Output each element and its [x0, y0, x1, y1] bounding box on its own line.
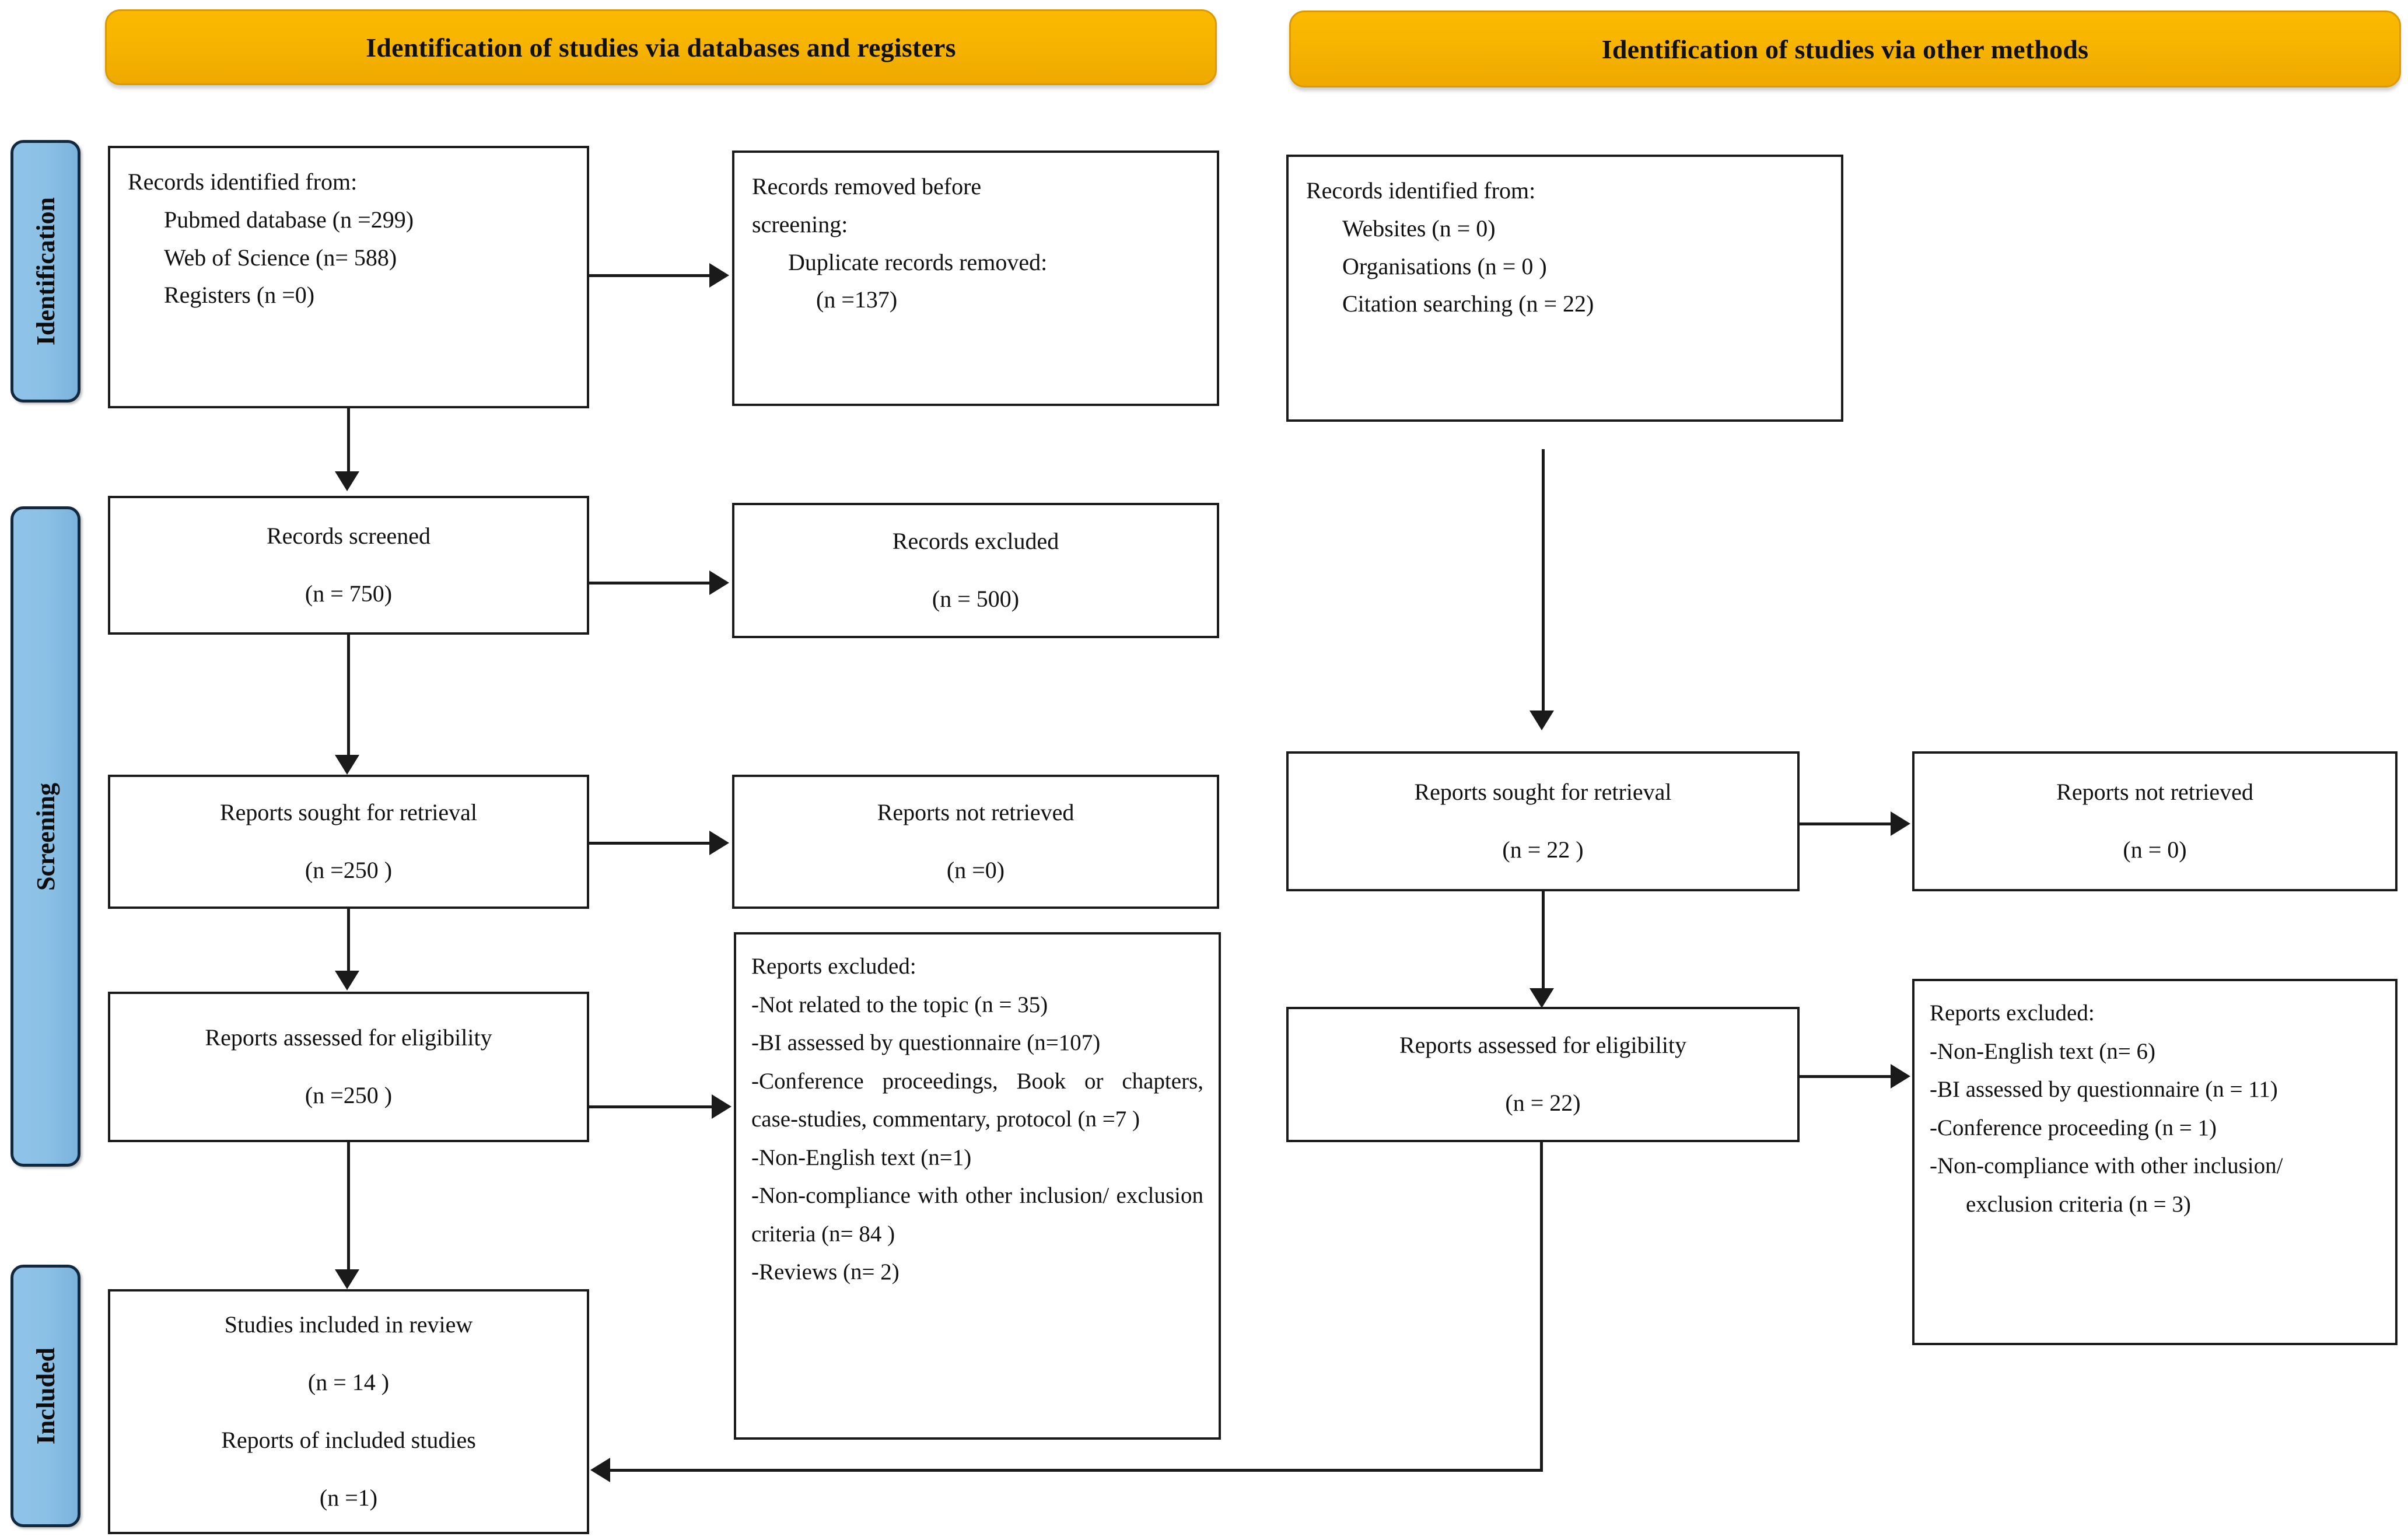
connector-other-to-included-horizontal [610, 1469, 1543, 1472]
records-removed-line-1: Records removed before [752, 173, 982, 200]
records-identified-item-0: Pubmed database (n =299) [164, 206, 414, 233]
records-identified-other-item-2: Citation searching (n = 22) [1342, 290, 1594, 317]
arrow-sought-to-not-retrieved [709, 831, 729, 855]
node-records-screened: Records screened (n = 750) [108, 496, 589, 635]
arrow-identified-to-removed [709, 263, 729, 288]
stage-label-identification: Identification [10, 140, 80, 402]
studies-included-line-4: (n =1) [319, 1484, 378, 1511]
reports-excluded-right-title: Reports excluded: [1930, 1000, 2095, 1026]
reports-assessed-count: (n =250 ) [304, 1082, 393, 1108]
node-reports-assessed: Reports assessed for eligibility (n =250… [108, 992, 589, 1142]
arrow-sought-to-assessed [335, 971, 359, 991]
phase-header-databases-label: Identification of studies via databases … [366, 32, 956, 62]
reports-excluded-left-item-2: -Conference proceedings, Book or chapter… [751, 1068, 1203, 1132]
reports-sought-title: Reports sought for retrieval [220, 799, 477, 826]
connector-sought-other-to-assessed-other [1542, 891, 1545, 991]
studies-included-line-3: Reports of included studies [221, 1427, 476, 1453]
connector-sought-to-not-retrieved [589, 842, 710, 845]
stage-label-included: Included [10, 1265, 80, 1527]
connector-screened-to-excluded [589, 582, 710, 584]
records-identified-item-1: Web of Science (n= 588) [164, 244, 397, 271]
phase-header-other-methods: Identification of studies via other meth… [1289, 10, 2401, 88]
reports-not-retrieved-count: (n =0) [946, 857, 1005, 883]
node-reports-sought-other: Reports sought for retrieval (n = 22 ) [1286, 751, 1800, 891]
reports-excluded-left-item-3: -Non-English text (n=1) [751, 1144, 972, 1170]
reports-sought-other-title: Reports sought for retrieval [1414, 779, 1672, 806]
node-reports-excluded-left: Reports excluded: -Not related to the to… [734, 932, 1221, 1440]
reports-not-retrieved-other-title: Reports not retrieved [2056, 779, 2253, 806]
reports-excluded-left-item-5: -Reviews (n= 2) [751, 1259, 900, 1285]
studies-included-line-2: (n = 14 ) [307, 1369, 390, 1396]
reports-excluded-right-item-4: exclusion criteria (n = 3) [1966, 1191, 2191, 1217]
reports-assessed-other-count: (n = 22) [1505, 1090, 1581, 1116]
arrow-screened-to-sought [335, 755, 359, 775]
connector-sought-to-assessed [347, 909, 350, 973]
records-removed-line-2: screening: [752, 211, 848, 237]
arrow-assessed-to-included [335, 1269, 359, 1289]
reports-sought-other-count: (n = 22 ) [1502, 836, 1584, 863]
node-reports-not-retrieved: Reports not retrieved (n =0) [732, 775, 1219, 909]
connector-identified-to-removed [589, 274, 710, 277]
reports-excluded-left-title: Reports excluded: [751, 954, 916, 979]
arrow-sought-other-to-assessed-other [1530, 988, 1554, 1008]
reports-excluded-right-item-3: -Non-compliance with other inclusion/ [1930, 1153, 2283, 1179]
node-reports-assessed-other: Reports assessed for eligibility (n = 22… [1286, 1007, 1800, 1142]
records-screened-title: Records screened [267, 523, 430, 550]
node-reports-sought: Reports sought for retrieval (n =250 ) [108, 775, 589, 909]
node-records-identified: Records identified from: Pubmed database… [108, 146, 589, 408]
connector-identified-other-to-sought-other [1542, 449, 1545, 713]
arrow-identified-to-screened [335, 471, 359, 491]
connector-other-to-included-vertical [1540, 1142, 1543, 1472]
arrow-sought-other-to-not-retrieved-other [1891, 811, 1910, 836]
reports-not-retrieved-other-count: (n = 0) [2123, 836, 2187, 863]
node-records-removed: Records removed before screening: Duplic… [732, 150, 1219, 406]
node-records-identified-other: Records identified from: Websites (n = 0… [1286, 155, 1843, 422]
stage-label-screening: Screening [10, 506, 80, 1167]
connector-identified-to-screened [347, 408, 350, 474]
phase-header-other-methods-label: Identification of studies via other meth… [1601, 34, 2089, 64]
reports-not-retrieved-title: Reports not retrieved [877, 799, 1074, 826]
connector-assessed-to-excluded-left [589, 1105, 713, 1108]
arrow-screened-to-excluded [709, 570, 729, 595]
phase-header-databases: Identification of studies via databases … [105, 9, 1217, 85]
connector-sought-other-to-not-retrieved-other [1800, 822, 1892, 825]
arrow-identified-other-to-sought-other [1530, 710, 1554, 730]
reports-excluded-left-item-0: -Not related to the topic (n = 35) [751, 992, 1048, 1017]
records-identified-title: Records identified from: [128, 169, 358, 195]
reports-assessed-other-title: Reports assessed for eligibility [1399, 1032, 1687, 1059]
records-excluded-count: (n = 500) [932, 586, 1020, 612]
stage-label-screening-text: Screening [31, 782, 60, 891]
arrow-assessed-other-to-excluded-right [1891, 1064, 1910, 1088]
node-studies-included: Studies included in review (n = 14 ) Rep… [108, 1289, 589, 1534]
records-identified-other-title: Records identified from: [1306, 177, 1536, 204]
records-identified-other-item-1: Organisations (n = 0 ) [1342, 253, 1547, 279]
reports-excluded-right-item-1: -BI assessed by questionnaire (n = 11) [1930, 1077, 2278, 1102]
stage-label-identification-text: Identification [31, 197, 60, 346]
node-reports-not-retrieved-other: Reports not retrieved (n = 0) [1912, 751, 2398, 891]
stage-label-included-text: Included [31, 1347, 60, 1445]
records-removed-line-4: (n =137) [816, 286, 898, 313]
connector-screened-to-sought [347, 635, 350, 757]
records-removed-line-3: Duplicate records removed: [788, 249, 1048, 275]
connector-assessed-to-included [347, 1142, 350, 1272]
records-identified-item-2: Registers (n =0) [164, 282, 315, 309]
arrow-assessed-to-excluded-left [712, 1094, 732, 1119]
records-screened-count: (n = 750) [304, 580, 393, 607]
reports-excluded-right-item-0: -Non-English text (n= 6) [1930, 1038, 2156, 1064]
reports-assessed-title: Reports assessed for eligibility [205, 1024, 492, 1051]
connector-assessed-other-to-excluded-right [1800, 1075, 1892, 1078]
records-excluded-title: Records excluded [892, 528, 1059, 555]
records-identified-other-item-0: Websites (n = 0) [1342, 215, 1496, 242]
node-reports-excluded-right: Reports excluded: -Non-English text (n= … [1912, 979, 2398, 1345]
reports-excluded-left-item-1: -BI assessed by questionnaire (n=107) [751, 1030, 1101, 1056]
studies-included-line-1: Studies included in review [224, 1311, 473, 1338]
reports-excluded-right-item-2: -Conference proceeding (n = 1) [1930, 1115, 2217, 1140]
node-records-excluded: Records excluded (n = 500) [732, 503, 1219, 638]
arrow-other-to-included [590, 1458, 610, 1482]
reports-excluded-left-item-4: -Non-compliance with other inclusion/ ex… [751, 1183, 1203, 1247]
reports-sought-count: (n =250 ) [304, 857, 393, 883]
